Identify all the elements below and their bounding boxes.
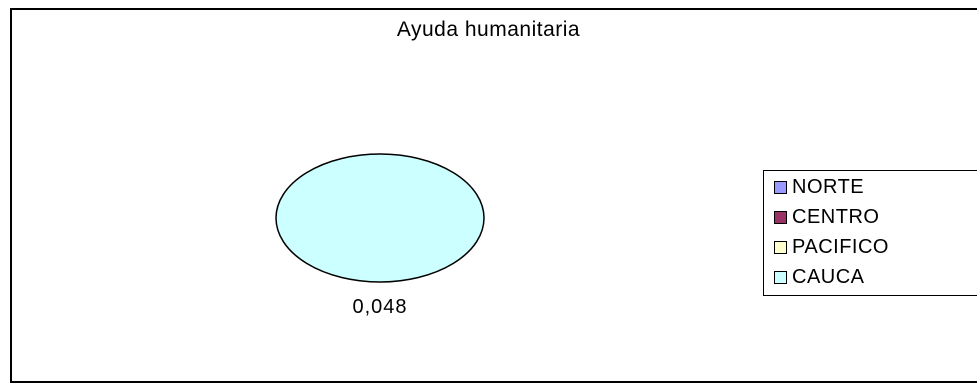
- legend-item-cauca: CAUCA: [774, 263, 865, 291]
- pie-slices: [275, 153, 485, 283]
- legend: NORTE CENTRO PACIFICO CAUCA: [763, 170, 977, 296]
- legend-label-norte: NORTE: [792, 175, 865, 198]
- legend-label-cauca: CAUCA: [792, 265, 865, 288]
- legend-item-norte: NORTE: [774, 173, 864, 201]
- pie-slice-cauca: [275, 153, 485, 283]
- chart-title: Ayuda humanitaria: [396, 18, 581, 41]
- legend-item-centro: CENTRO: [774, 203, 879, 231]
- legend-item-pacifico: PACIFICO: [774, 233, 889, 261]
- legend-label-centro: CENTRO: [792, 205, 880, 228]
- legend-label-pacifico: PACIFICO: [792, 235, 889, 258]
- legend-swatch-centro: [774, 210, 787, 224]
- legend-swatch-pacifico: [774, 240, 787, 254]
- legend-swatch-cauca: [774, 270, 787, 284]
- data-label-cauca: 0,048: [352, 296, 408, 318]
- legend-swatch-norte: [774, 180, 787, 194]
- pie-chart: [275, 153, 485, 283]
